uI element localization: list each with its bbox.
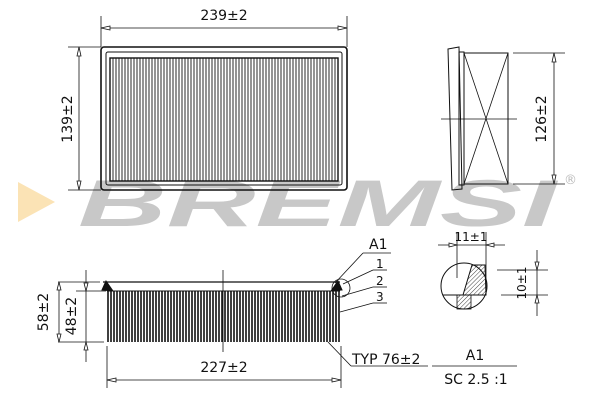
item-label-2: 2 [376,274,384,288]
top-height-dimension: 139±2 [60,95,76,142]
detail-scale: SC 2.5 :1 [444,372,507,388]
detail-view [432,232,548,367]
detail-width-dimension: 11±1 [455,230,488,244]
item-label-3: 3 [376,290,384,304]
detail-callout-label: A1 [369,237,387,253]
item-label-1: 1 [376,257,384,271]
pleat-bars [107,291,340,342]
detail-height-dimension: 10±1 [515,267,529,300]
length-dimension: 227±2 [200,360,247,376]
side-view [441,46,565,191]
top-view [68,16,348,191]
pleat-count-note: TYP 76±2 [351,352,420,368]
registered-mark: ® [564,173,577,188]
bremsi-watermark: BREMSI ® [18,166,577,240]
pleat-lines [112,58,336,181]
logo-text: BREMSI [78,166,559,240]
pleat-height-dimension: 48±2 [64,297,80,335]
logo-arrow-icon [18,182,55,222]
detail-title: A1 [466,348,484,364]
side-height-dimension: 126±2 [534,95,550,142]
front-view [56,252,428,388]
overall-height-dimension: 58±2 [36,293,52,331]
top-width-dimension: 239±2 [200,8,247,24]
